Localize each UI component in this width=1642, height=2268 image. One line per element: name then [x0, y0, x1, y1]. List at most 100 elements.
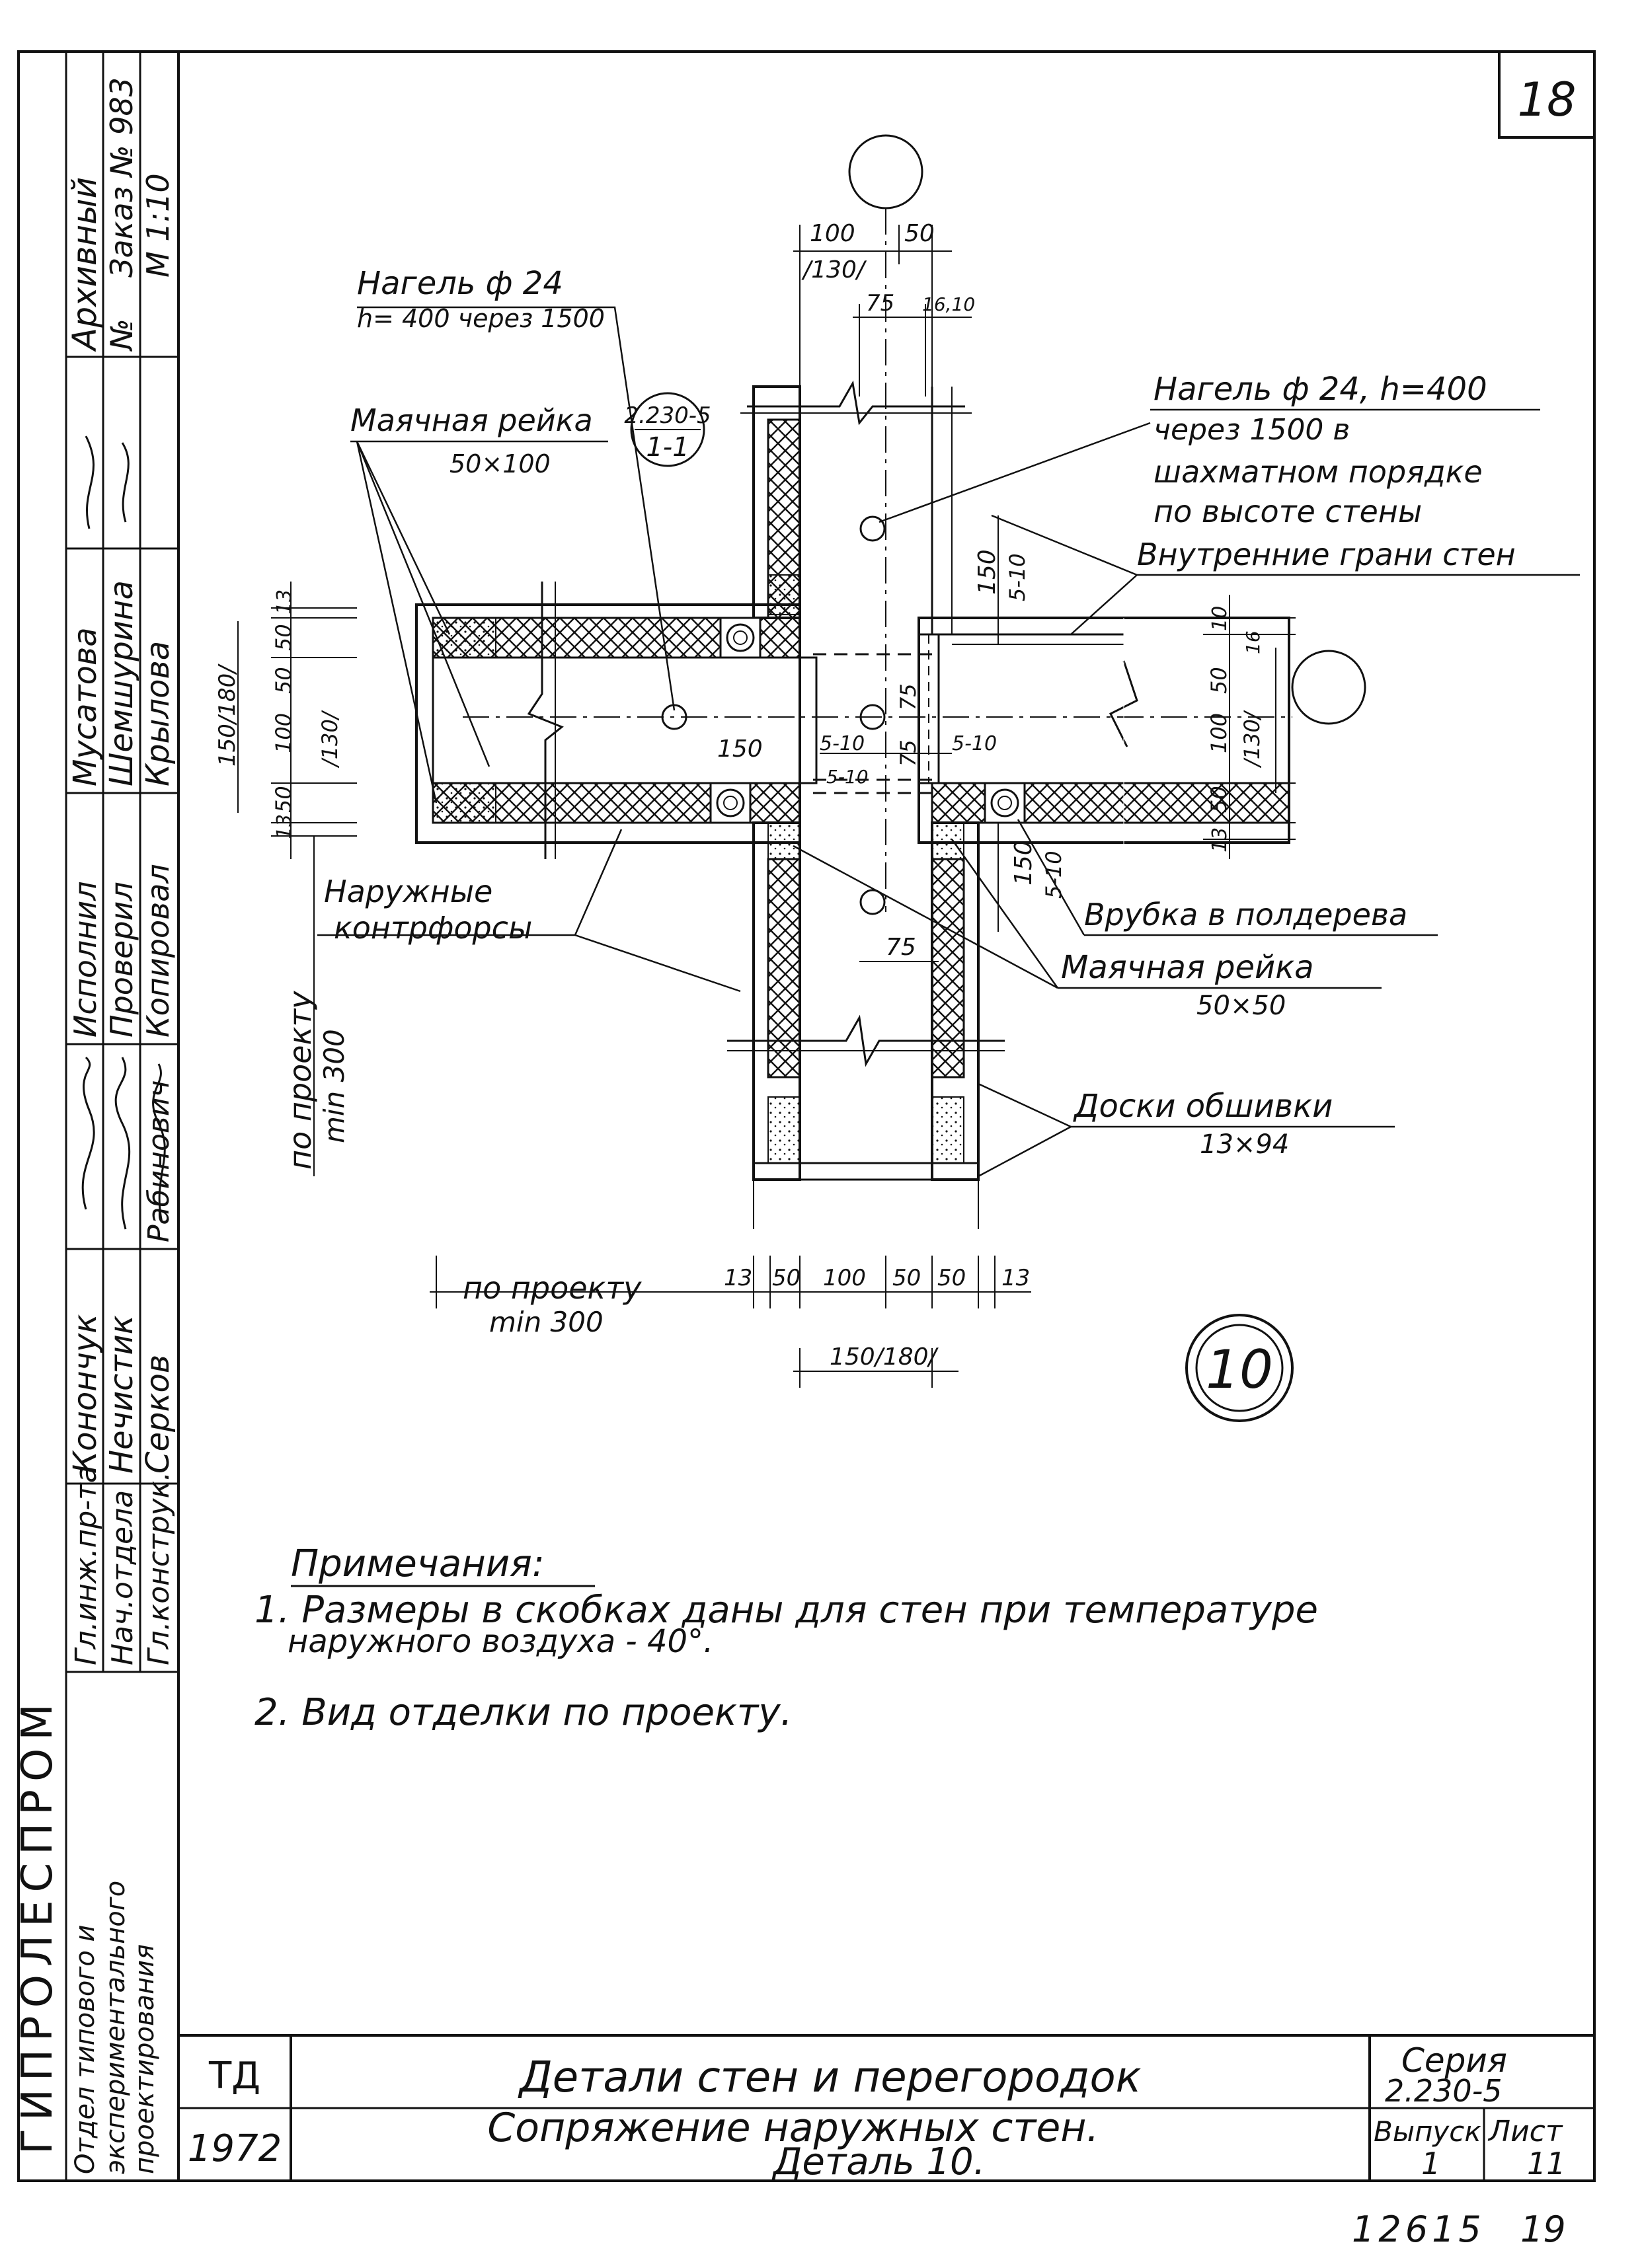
dim-right-10: 10 [1208, 606, 1232, 631]
title-line-3: Деталь 10. [771, 2140, 986, 2183]
dim-left-50a: 50 [271, 624, 296, 651]
label-boards-1: Доски обшивки [1073, 1088, 1333, 1125]
dim-left-50b: 50 [271, 667, 296, 694]
dim-75-b: 75 [896, 739, 921, 767]
order-no: Заказ № 983 [104, 77, 139, 278]
dim-right-100: 100 [1206, 713, 1232, 753]
dim-bot-13a: 13 [724, 1265, 752, 1291]
title-code: ТД [208, 2055, 260, 2098]
dim-top-16-10: 16,10 [922, 293, 975, 315]
notes: Примечания: 1. Размеры в скобках даны дл… [254, 1542, 1318, 1734]
dim-right-50a: 50 [1206, 667, 1232, 694]
label-by-project-bottom-2: min 300 [489, 1306, 604, 1338]
dim-r-5-10-a: 5-10 [1005, 553, 1030, 601]
signature-5 [121, 442, 130, 523]
label-by-project-bottom-1: по проекту [463, 1270, 642, 1306]
page-number-box [1498, 50, 1596, 139]
signature-2 [114, 1057, 131, 1230]
detail-marker: 10 [1206, 1339, 1273, 1400]
label-by-project-left-2: min 300 [318, 1029, 350, 1143]
series-label: Серия [1401, 2041, 1507, 2080]
dim-left-13a: 13 [273, 589, 296, 615]
org-dept-1: Отдел типового и [70, 1925, 100, 2175]
archive-label: Архивный [65, 177, 104, 352]
label-outer-buttress-1: Наружные [324, 874, 492, 909]
dim-5-10-c: 5-10 [826, 766, 869, 788]
dim-bot-150-180: 150/180/ [830, 1343, 939, 1371]
note-1a: 1. Размеры в скобках даны для стен при т… [254, 1589, 1318, 1632]
issue-value: 1 [1421, 2146, 1440, 2181]
dim-r-150-a: 150 [974, 549, 1001, 595]
label-mayach-left-2: 50×100 [450, 449, 551, 478]
stamp-name-1: Конончук [67, 1314, 104, 1474]
dim-bot-50a: 50 [772, 1265, 801, 1291]
label-nagel-left-2: h= 400 через 1500 [357, 304, 605, 333]
section-ref-top: 2.230-5 [624, 402, 711, 429]
label-outer-buttress-2: контрфорсы [334, 910, 532, 946]
stamp-name-2: Нечистик [103, 1315, 140, 1474]
sheet-label: Лист [1487, 2115, 1563, 2148]
org-dept-3: проектирования [130, 1944, 160, 2174]
bottom-number-2: 19 [1520, 2209, 1566, 2250]
title-line-2: Сопряжение наружных стен. [487, 2105, 1099, 2151]
title-block: ТД 1972 Детали стен и перегородок Сопряж… [178, 2034, 1594, 2250]
dim-left-50c: 50 [271, 786, 296, 813]
note-1b: наружного воздуха - 40°. [288, 1623, 713, 1660]
dim-left-13b: 13 [273, 814, 296, 839]
stamp-name-3: Серков [139, 1355, 176, 1474]
left-stamp: ГИПРОЛЕСПРОМ Отдел типового и эксперимен… [13, 77, 176, 2174]
dim-right-50b: 50 [1206, 786, 1232, 813]
stamp-role-3: Гл.конструк. [142, 1472, 176, 1665]
dim-bot-100: 100 [823, 1265, 866, 1291]
page-number: 18 [1517, 73, 1576, 127]
dim-top-130: /130/ [801, 256, 867, 284]
archive-no: № [104, 319, 139, 352]
label-nagel-right-4: по высоте стены [1153, 494, 1422, 529]
dim-75-a: 75 [896, 683, 921, 710]
sheet-value: 11 [1527, 2146, 1566, 2181]
signature-3 [152, 1063, 166, 1223]
dimension-labels: 100 50 /130/ 75 16,10 150 5-10 75 75 5-1… [214, 220, 1265, 1371]
note-2: 2. Вид отделки по проекту. [254, 1691, 792, 1734]
stamp-r-role-1: Исполнил [67, 881, 103, 1038]
dim-bot-13b: 13 [1001, 1265, 1030, 1291]
detail-marker-outer [1185, 1314, 1294, 1422]
signature-4 [85, 435, 95, 529]
label-notch: Врубка в полдерева [1084, 897, 1407, 932]
dim-left-100: 100 [271, 713, 296, 753]
stamp-r-name-1: Мусатова [67, 627, 104, 786]
stamp-role-2: Нач.отдела [106, 1490, 139, 1665]
section-ref-bottom: 1-1 [646, 432, 689, 463]
dim-5-10-a: 5-10 [820, 732, 865, 755]
org-dept-2: экспериментального [100, 1881, 131, 2174]
title-line-1: Детали стен и перегородок [518, 2053, 1142, 2102]
axis-circle-top [848, 134, 923, 209]
bottom-number-1: 12615 [1352, 2209, 1485, 2250]
dim-bot-50c: 50 [937, 1265, 966, 1291]
label-nagel-left-1: Нагель ф 24 [357, 265, 563, 302]
issue-label: Выпуск [1374, 2115, 1481, 2148]
label-boards-2: 13×94 [1200, 1129, 1289, 1160]
dim-left-130: /130/ [317, 710, 342, 769]
dim-right-130: /130/ [1239, 710, 1265, 769]
label-nagel-right-3: шахматном порядке [1153, 454, 1483, 490]
notes-heading: Примечания: [291, 1542, 545, 1585]
dim-top-75: 75 [866, 290, 894, 317]
label-mayach-right-1: Маячная рейка [1061, 949, 1314, 986]
dim-right-16: 16 [1242, 630, 1264, 654]
label-inner-faces: Внутренние грани стен [1137, 537, 1516, 572]
stamp-name-4: Рабинович [142, 1080, 176, 1242]
dim-150-mid: 150 [717, 736, 763, 763]
stamp-role-1: Гл.инж.пр-та [69, 1465, 103, 1665]
label-nagel-right-1: Нагель ф 24, h=400 [1153, 371, 1487, 408]
stamp-r-name-3: Крылова [139, 641, 176, 786]
dim-right-13: 13 [1208, 827, 1232, 852]
title-year: 1972 [188, 2127, 282, 2170]
label-nagel-right-2: через 1500 в [1153, 413, 1350, 447]
org-name: ГИПРОЛЕСПРОМ [13, 1696, 62, 2154]
scale: М 1:10 [140, 173, 176, 278]
axis-circle-right [1291, 650, 1366, 725]
stamp-r-role-2: Проверил [104, 882, 139, 1038]
section-ref-circle [630, 392, 705, 467]
